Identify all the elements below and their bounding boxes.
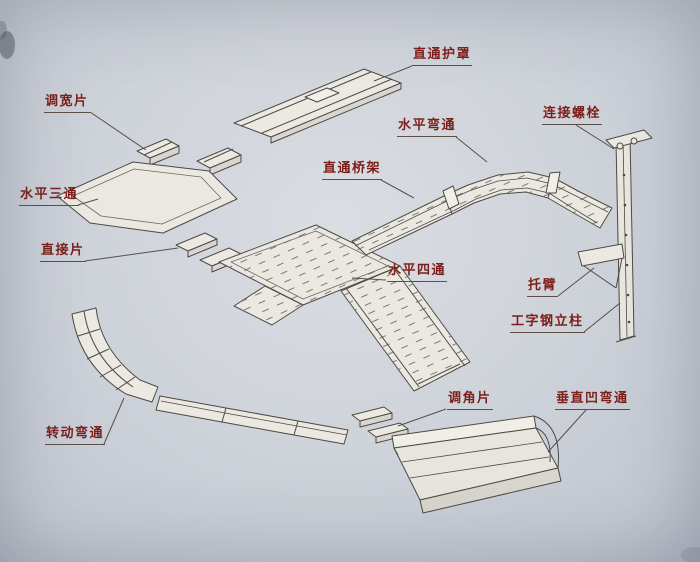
horizontal-tee-part (56, 161, 238, 234)
label-bracket-arm: 托臂 (527, 278, 559, 297)
straight-tray-and-bend-part (351, 171, 613, 256)
label-rotating-bend: 转动弯通 (45, 426, 106, 445)
label-horizontal-tee: 水平三通 (19, 187, 80, 206)
label-angle-adjust-piece: 调角片 (447, 391, 493, 410)
vertical-concave-bend-part (391, 415, 562, 514)
label-connecting-bolt: 连接螺栓 (542, 106, 603, 125)
label-straight-tray: 直通桥架 (322, 161, 383, 180)
angle-adjust-part (351, 406, 409, 444)
paper-marks (0, 21, 700, 562)
label-width-adjust-piece: 调宽片 (44, 94, 90, 113)
label-vertical-concave-bend: 垂直凹弯通 (555, 391, 630, 410)
segmented-run-part (155, 395, 349, 445)
straight-cover-part (233, 68, 402, 144)
label-connector-strip: 直接片 (40, 243, 86, 262)
leader-lines (77, 65, 621, 453)
label-straight-cover: 直通护罩 (412, 47, 473, 66)
i-beam-column-part (605, 129, 653, 343)
label-horizontal-cross: 水平四通 (387, 263, 448, 282)
connector-strip-part (175, 232, 242, 273)
horizontal-cross-part (218, 224, 471, 392)
rotating-bend-part (71, 307, 159, 403)
label-i-beam-column: 工字钢立柱 (510, 314, 585, 333)
bracket-arm-part (577, 243, 625, 289)
label-horizontal-bend: 水平弯通 (397, 118, 458, 137)
